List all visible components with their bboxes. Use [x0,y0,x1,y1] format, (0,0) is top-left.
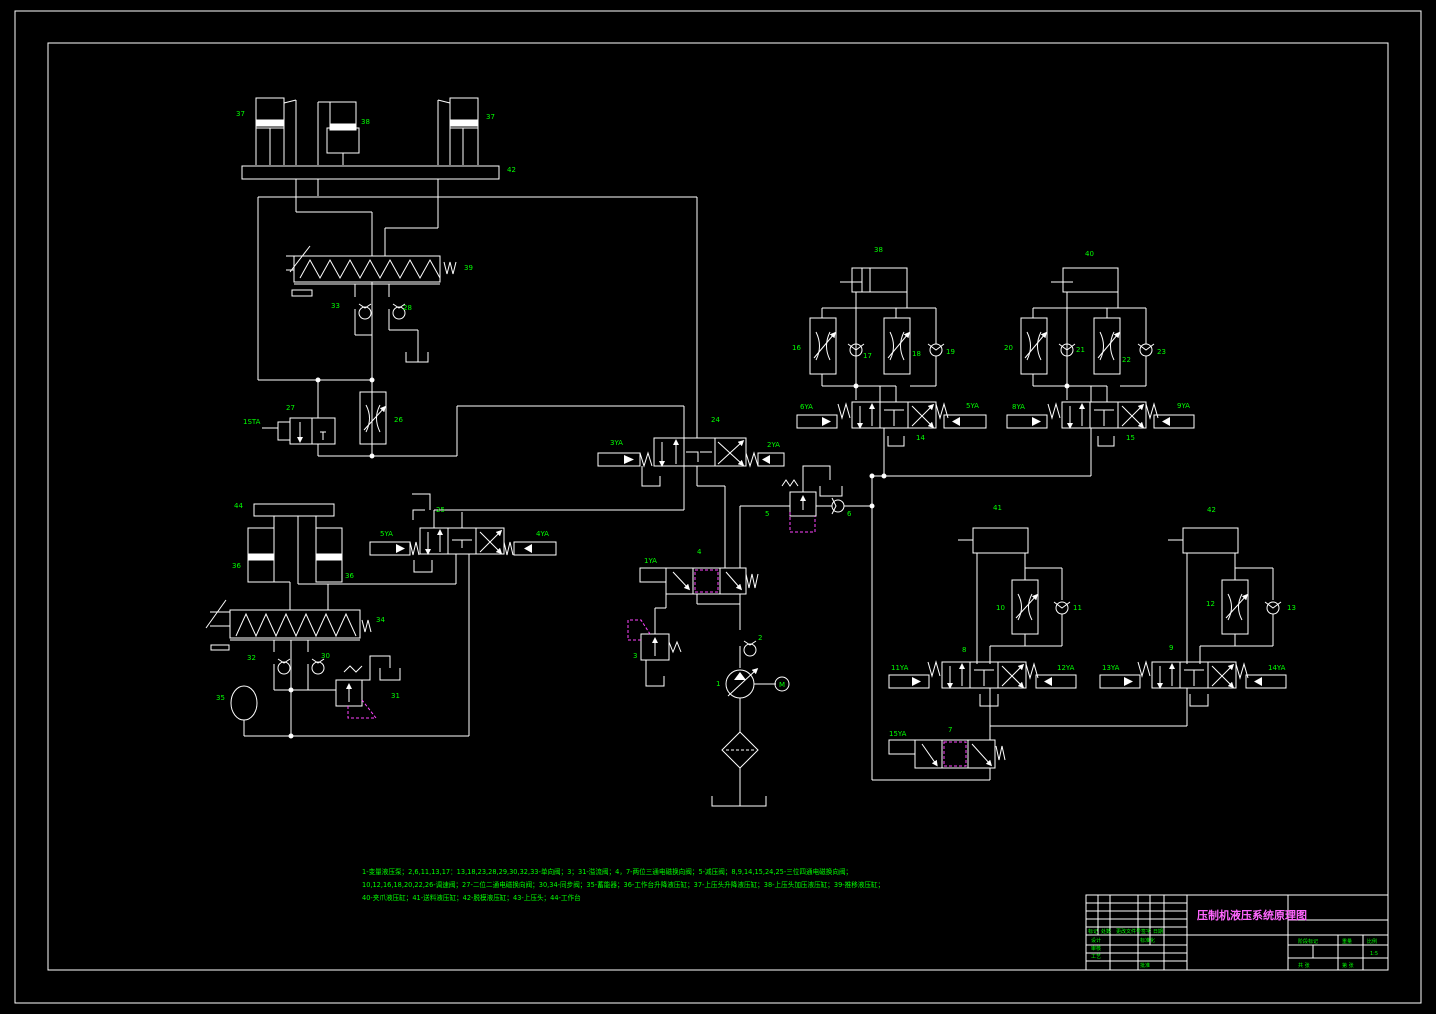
label-sol8r: 12YA [1057,664,1075,672]
label-24: 24 [711,416,720,424]
label-sol14l: 6YA [800,403,813,411]
tb-sheets: 共 张 [1298,962,1310,969]
label-35: 35 [216,694,225,702]
label-sol4: 1YA [644,557,657,565]
label-sol8l: 11YA [891,664,909,672]
label-5: 5 [765,510,769,518]
upper-press-group [241,97,698,459]
label-3: 3 [633,652,637,660]
label-37b: 37 [486,113,495,121]
label-motor: M [779,681,785,689]
tb-craft: 工艺 [1091,954,1101,960]
pump-group [627,465,875,807]
drawing-title: 压制机液压系统原理图 [1197,908,1307,922]
label-10: 10 [996,604,1005,612]
label-6: 6 [847,510,852,518]
label-38: 38 [361,118,370,126]
label-14: 14 [916,434,925,442]
feed-group-1 [888,527,1187,727]
label-sol25r: 4YA [536,530,549,538]
tb-design: 设计 [1091,937,1101,944]
label-38b: 38 [874,246,883,254]
label-12: 12 [1206,600,1215,608]
label-15: 15 [1126,434,1135,442]
label-32: 32 [247,654,256,662]
label-33: 33 [331,302,340,310]
label-sol24l: 3YA [610,439,623,447]
valve-25-group [342,493,684,585]
tb-count: 处数 [1101,928,1111,935]
label-36a: 36 [232,562,241,570]
tb-date: 日期 [1153,929,1163,935]
label-37: 37 [236,110,245,118]
tb-scale: 比例 [1367,938,1377,945]
tb-std: 标准化 [1140,937,1155,944]
label-20: 20 [1004,344,1013,352]
label-8: 8 [962,646,966,654]
label-41: 41 [993,504,1002,512]
feed-group-2 [1099,527,1287,726]
label-sol25l: 5YA [380,530,393,538]
tb-sign: 签字 [1141,928,1151,935]
label-42: 42 [507,166,516,174]
tb-approve: 批准 [1140,962,1150,969]
label-1: 1 [716,680,720,688]
tb-ratio: 1:5 [1370,951,1378,957]
label-sol9r: 14YA [1268,664,1286,672]
gripper-group-1 [796,267,987,476]
tb-sheet: 第 张 [1342,962,1354,969]
label-26: 26 [394,416,403,424]
tb-docno: 更改文件号 [1116,928,1141,935]
label-23: 23 [1157,348,1166,356]
label-34: 34 [376,616,385,624]
table-group [205,503,470,739]
label-7: 7 [948,726,952,734]
title-block: 压制机液压系统原理图 标记 处数 更改文件号 签字 日期 设计 标准化 审核 工… [1085,894,1389,971]
tb-mark: 标记 [1088,928,1098,935]
tb-weight: 重量 [1342,938,1352,945]
label-31: 31 [391,692,400,700]
label-27: 27 [286,404,295,412]
label-sol27: 1STA [243,418,261,426]
label-sol7: 15YA [889,730,907,738]
label-4: 4 [697,548,702,556]
label-44: 44 [234,502,243,510]
label-22: 22 [1122,356,1131,364]
label-39: 39 [464,264,473,272]
label-sol15r: 9YA [1177,402,1190,410]
label-16: 16 [792,344,801,352]
label-19: 19 [946,348,955,356]
label-30: 30 [321,652,330,660]
label-36b: 36 [345,572,354,580]
outer-border [14,10,1422,1004]
label-sol14r: 5YA [966,402,979,410]
label-18: 18 [912,350,921,358]
tb-stage: 阶段标记 [1298,938,1318,945]
component-legend: 1-变量液压泵；2,6,11,13,17：13,18,23,28,29,30,3… [362,868,885,902]
tb-check: 审核 [1091,945,1101,952]
valve-7-group [872,726,1006,781]
label-13: 13 [1287,604,1296,612]
label-11: 11 [1073,604,1082,612]
label-9: 9 [1169,644,1173,652]
label-25: 25 [436,506,445,514]
label-42b: 42 [1207,506,1216,514]
label-2: 2 [758,634,762,642]
label-sol15l: 8YA [1012,403,1025,411]
component-labels: 37 38 37 42 39 33 28 27 26 1STA 24 3YA 2… [216,110,1296,738]
gripper-group-2 [869,267,1195,780]
inner-border [47,42,1389,971]
label-28: 28 [403,304,412,312]
label-40: 40 [1085,250,1094,258]
label-sol24r: 2YA [767,441,780,449]
label-sol9l: 13YA [1102,664,1120,672]
label-21: 21 [1076,346,1085,354]
valve-24-group [597,437,785,568]
label-17: 17 [863,352,872,360]
